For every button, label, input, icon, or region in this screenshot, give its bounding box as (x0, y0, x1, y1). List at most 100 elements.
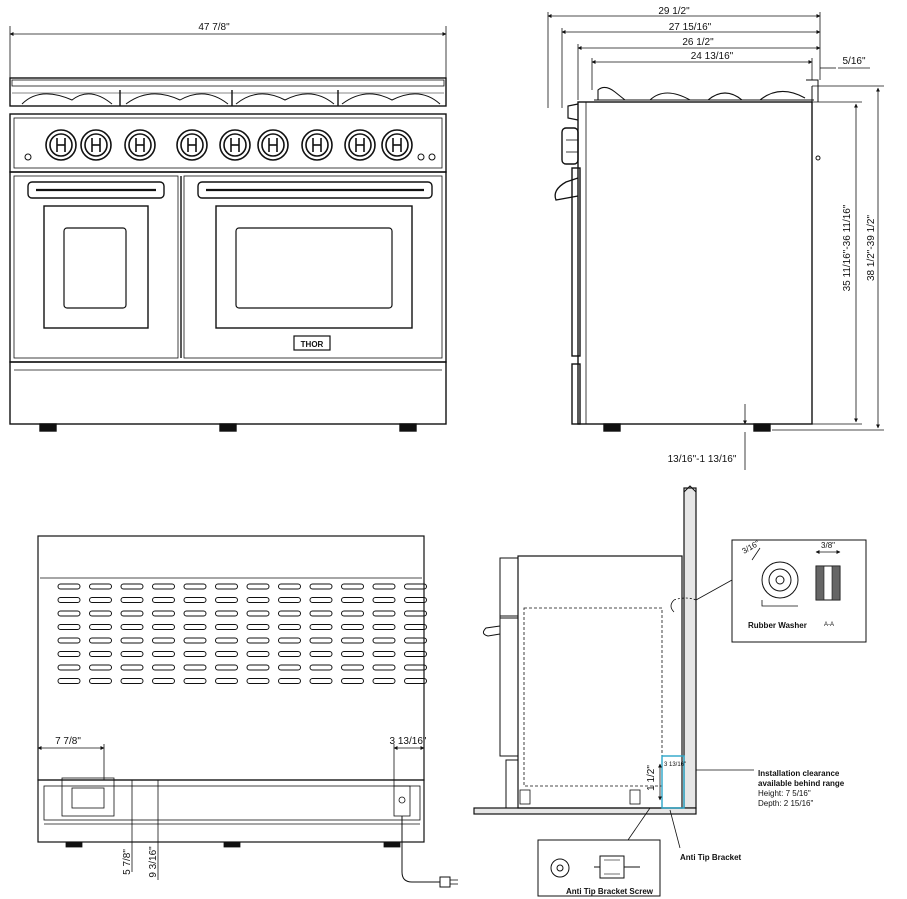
vent-slot (341, 624, 364, 630)
vent-slot (215, 597, 238, 603)
vent-slot (404, 624, 427, 630)
side-depth-2-label: 27 15/16" (669, 22, 712, 33)
side-depth-4-label: 24 13/16" (691, 51, 734, 62)
vent-slot (57, 637, 81, 644)
vent-slot (246, 597, 270, 603)
vent-slot (215, 610, 238, 617)
vent-slot (215, 637, 238, 644)
vent-slot (183, 637, 207, 644)
clearance-title-2: available behind range (758, 779, 845, 788)
side-back-offset-label: 5/16" (842, 56, 865, 67)
rear-panel-lower (37, 779, 425, 843)
vent-slot (183, 664, 207, 671)
washer-section-label: A-A (824, 622, 834, 628)
clearance-height: Height: 7 5/16" (758, 789, 811, 798)
vent-slot (341, 637, 364, 644)
vent-slot (309, 678, 333, 684)
vent-slot (152, 678, 175, 684)
right-oven-door (197, 181, 433, 329)
vent-slot (372, 651, 396, 657)
vent-slot (89, 597, 112, 603)
vent-slot (57, 664, 81, 671)
rear-dim-left-label: 7 7/8" (55, 736, 81, 747)
vent-slot (183, 597, 207, 603)
anti-tip-screw-label: Anti Tip Bracket Screw (566, 887, 654, 896)
vent-slot (278, 678, 301, 684)
knob-icon (45, 129, 77, 161)
rear-dimensions (37, 744, 425, 880)
vent-slot (89, 651, 112, 657)
side-body (554, 79, 821, 432)
vent-slot (246, 651, 270, 657)
side-depth-3-label: 26 1/2" (682, 37, 714, 48)
vent-slot (372, 637, 396, 644)
vent-slot (372, 597, 396, 603)
knob-icon (124, 129, 156, 161)
vent-slot (278, 610, 301, 617)
vent-slot (309, 651, 333, 657)
rear-dim-bottom-b-label: 9 3/16" (148, 846, 159, 878)
anti-tip-bracket-label: Anti Tip Bracket (680, 853, 742, 862)
floor (473, 807, 697, 815)
vent-slot (120, 583, 144, 590)
wall (683, 485, 697, 809)
rear-vent-slots (57, 583, 427, 684)
vent-slot (404, 583, 427, 590)
vent-slot (246, 624, 270, 630)
vent-slot (57, 651, 81, 657)
vent-slot (404, 610, 427, 617)
vent-slot (120, 637, 144, 644)
vent-slot (404, 637, 427, 644)
vent-slot (278, 651, 301, 657)
vent-slot (120, 651, 144, 657)
knob-icon (381, 129, 413, 161)
vent-slot (309, 597, 333, 603)
knob-icon (176, 129, 208, 161)
front-width-dimension (9, 26, 447, 78)
vent-slot (278, 664, 301, 671)
vent-slot (152, 583, 175, 590)
vent-slot (246, 664, 270, 671)
side-depth-1-label: 29 1/2" (658, 6, 690, 17)
vent-slot (57, 678, 81, 684)
vent-slot (120, 664, 144, 671)
knob-icon (219, 129, 251, 161)
vent-slot (341, 610, 364, 617)
vent-slot (309, 637, 333, 644)
vent-slot (309, 664, 333, 671)
vent-slot (183, 651, 207, 657)
vent-slot (57, 583, 81, 590)
vent-slot (372, 678, 396, 684)
rear-lower-details (43, 777, 458, 888)
bracket-screw-detail (537, 839, 661, 897)
vent-slot (57, 597, 81, 603)
vent-slot (246, 678, 270, 684)
side-view: 29 1/2" 27 15/16" 26 1/2" 24 13/16" 5/16… (547, 6, 884, 470)
vent-slot (246, 610, 270, 617)
vent-slot (215, 664, 238, 671)
vent-slot (152, 664, 175, 671)
vent-slot (341, 597, 364, 603)
vent-slot (89, 664, 112, 671)
burner-grates (9, 77, 447, 107)
vent-slot (89, 624, 112, 630)
clearance-depth: Depth: 2 15/16" (758, 799, 813, 808)
vent-slot (372, 610, 396, 617)
vent-slot (278, 583, 301, 590)
side-leg-height-label: 13/16"-1 13/16" (668, 454, 737, 465)
washer-dim-a-label: 3/16" (741, 539, 762, 556)
vent-slot (372, 583, 396, 590)
vent-slot (152, 624, 175, 630)
vent-slot (120, 678, 144, 684)
washer-dim-b-label: 3/8" (821, 541, 835, 550)
side-depth-dimensions (547, 12, 870, 108)
vent-slot (404, 597, 427, 603)
side-height-dimensions (743, 85, 884, 470)
rubber-washer-detail (731, 539, 867, 643)
vent-slot (89, 610, 112, 617)
knob-icon (301, 129, 333, 161)
vent-slot (309, 624, 333, 630)
vent-slot (309, 583, 333, 590)
vent-slot (372, 624, 396, 630)
vent-slot (278, 597, 301, 603)
